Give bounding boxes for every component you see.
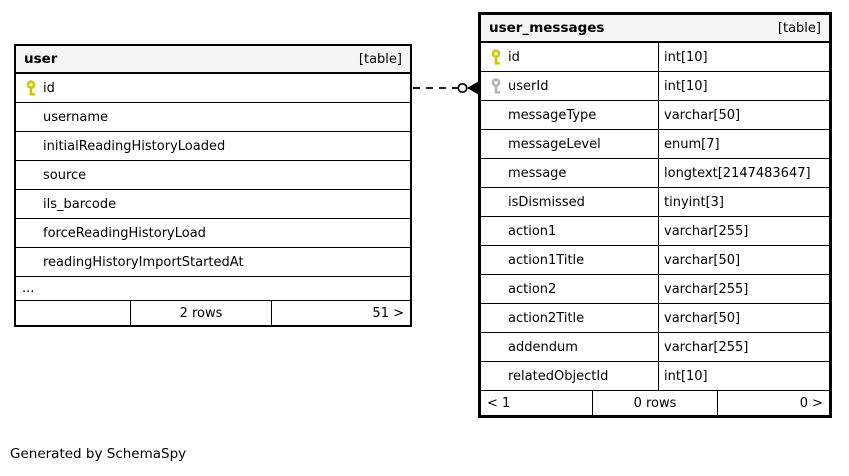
table-user-footer: 2 rows 51 > xyxy=(16,301,410,325)
table-user-badge: [table] xyxy=(358,51,402,67)
column-row-source: source xyxy=(16,161,410,190)
column-name: forceReadingHistoryLoad xyxy=(43,225,206,241)
column-type: varchar[50] xyxy=(658,246,829,274)
column-name: username xyxy=(43,109,108,125)
column-name: action1 xyxy=(508,223,557,239)
column-name: action1Title xyxy=(508,252,585,268)
column-type: varchar[255] xyxy=(658,217,829,245)
primary-key-icon xyxy=(23,79,39,97)
column-row-addendum: addendum varchar[255] xyxy=(481,333,829,362)
column-type: int[10] xyxy=(658,43,829,71)
column-row-relatedobjectid: relatedObjectId int[10] xyxy=(481,362,829,391)
footer-left-cell xyxy=(16,301,130,325)
related-count-right: 0 > xyxy=(717,391,829,415)
column-name: id xyxy=(508,49,520,65)
table-user-header: user [table] xyxy=(16,46,410,74)
column-name: messageLevel xyxy=(508,136,601,152)
column-name: userId xyxy=(508,78,549,94)
relationship-user-id-to-usermessages-userid xyxy=(412,78,478,98)
column-row-action1: action1 varchar[255] xyxy=(481,217,829,246)
column-row-ils-barcode: ils_barcode xyxy=(16,190,410,219)
column-type: tinyint[3] xyxy=(658,188,829,216)
column-row-userid: userId int[10] xyxy=(481,72,829,101)
column-row-id: id int[10] xyxy=(481,43,829,72)
column-type: longtext[2147483647] xyxy=(658,159,829,187)
column-type: varchar[50] xyxy=(658,101,829,129)
column-row-action2title: action2Title varchar[50] xyxy=(481,304,829,333)
column-row-username: username xyxy=(16,103,410,132)
column-type: varchar[255] xyxy=(658,333,829,361)
table-user-messages-badge: [table] xyxy=(777,20,821,36)
row-count: 2 rows xyxy=(130,301,271,325)
related-count-right: 51 > xyxy=(271,301,410,325)
column-name: messageType xyxy=(508,107,597,123)
column-name: action2 xyxy=(508,281,557,297)
generated-by-credit: Generated by SchemaSpy xyxy=(10,446,187,462)
column-name: initialReadingHistoryLoaded xyxy=(43,138,226,154)
foreign-key-icon xyxy=(488,77,504,95)
column-type: int[10] xyxy=(658,362,829,390)
column-row-isdismissed: isDismissed tinyint[3] xyxy=(481,188,829,217)
column-row-readinghistoryimportstartedat: readingHistoryImportStartedAt xyxy=(16,248,410,277)
column-type: int[10] xyxy=(658,72,829,100)
column-row-id: id xyxy=(16,74,410,103)
crowfoot-arrow-icon xyxy=(467,81,478,95)
column-type: varchar[50] xyxy=(658,304,829,332)
column-name: ils_barcode xyxy=(43,196,117,212)
table-user-messages-header: user_messages [table] xyxy=(481,15,829,43)
related-count-left: < 1 xyxy=(487,395,511,411)
column-type: enum[7] xyxy=(658,130,829,158)
cardinality-circle-icon xyxy=(457,82,468,94)
column-row-messagelevel: messageLevel enum[7] xyxy=(481,130,829,159)
column-name: addendum xyxy=(508,339,578,355)
table-user-messages-title[interactable]: user_messages xyxy=(489,20,605,36)
table-user[interactable]: user [table] id username initialReadingH… xyxy=(14,44,412,327)
column-name: readingHistoryImportStartedAt xyxy=(43,254,244,270)
row-count: 0 rows xyxy=(592,391,717,415)
hidden-columns-ellipsis: ... xyxy=(16,277,410,301)
column-name: message xyxy=(508,165,567,181)
column-name: action2Title xyxy=(508,310,585,326)
table-user-messages[interactable]: user_messages [table] id int[10] xyxy=(478,12,832,418)
column-row-forcereadinghistoryload: forceReadingHistoryLoad xyxy=(16,219,410,248)
column-row-action2: action2 varchar[255] xyxy=(481,275,829,304)
column-row-initialreadinghistoryloaded: initialReadingHistoryLoaded xyxy=(16,132,410,161)
column-row-action1title: action1Title varchar[50] xyxy=(481,246,829,275)
column-name: source xyxy=(43,167,87,183)
column-name: isDismissed xyxy=(508,194,585,210)
primary-key-icon xyxy=(488,48,504,66)
column-type: varchar[255] xyxy=(658,275,829,303)
table-user-title[interactable]: user xyxy=(24,51,58,67)
table-user-messages-footer: < 1 0 rows 0 > xyxy=(481,391,829,415)
column-name: id xyxy=(43,80,55,96)
column-row-message: message longtext[2147483647] xyxy=(481,159,829,188)
column-name: relatedObjectId xyxy=(508,368,609,384)
column-row-messagetype: messageType varchar[50] xyxy=(481,101,829,130)
